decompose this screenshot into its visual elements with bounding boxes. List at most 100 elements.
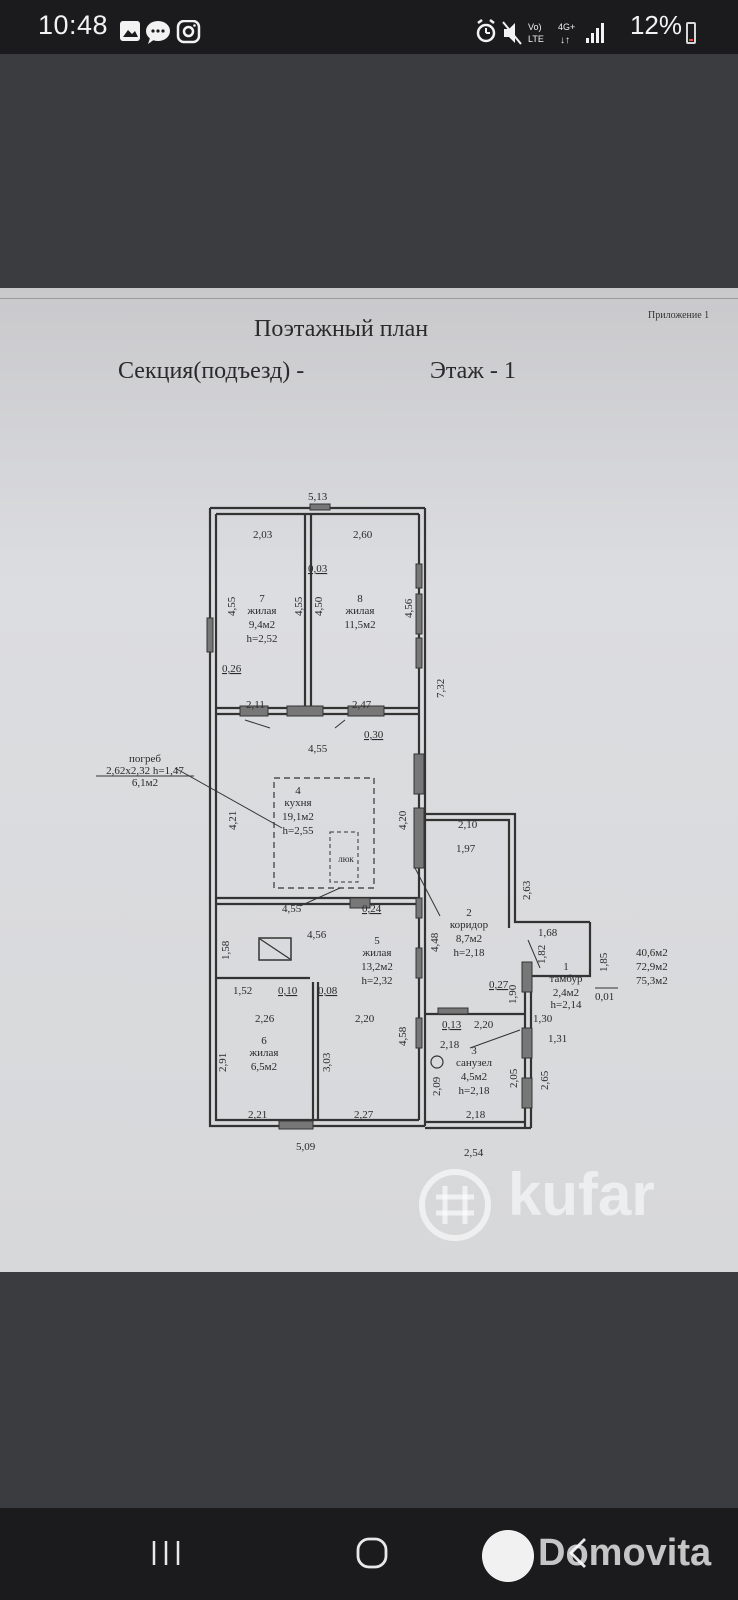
dim-cor-right: 2,63 xyxy=(521,880,533,900)
hatch-label: люк xyxy=(338,854,354,864)
dim-r8-bottom: 2,47 xyxy=(352,699,372,711)
domovita-logo-icon xyxy=(482,1530,534,1582)
dim-w027: 0,27 xyxy=(489,979,509,991)
mute-icon xyxy=(502,21,522,45)
signal-icon xyxy=(586,23,604,43)
kufar-watermark: kufar xyxy=(508,1161,655,1228)
room5-area: 13,2м2 xyxy=(361,961,393,973)
kufar-logo-icon xyxy=(419,1169,491,1241)
dim-r5-bottom: 2,27 xyxy=(354,1109,374,1121)
room2-name: коридор xyxy=(450,919,489,931)
cellar-size: 2,62х2,32 h=1,47 xyxy=(106,765,184,777)
domovita-text: Domovita xyxy=(538,1532,712,1574)
dim-r5-top: 4,56 xyxy=(307,929,327,941)
dim-r6-303: 3,03 xyxy=(321,1052,333,1072)
recents-button[interactable] xyxy=(136,1528,196,1578)
home-button[interactable] xyxy=(342,1528,402,1578)
dim-r5-448: 4,48 xyxy=(429,932,441,952)
dim-kitchen-bottom: 4,55 xyxy=(282,903,302,915)
room5-height: h=2,32 xyxy=(362,975,393,987)
room4-area: 19,1м2 xyxy=(282,811,314,823)
dim-s218: 2,18 xyxy=(440,1039,460,1051)
dim-t168: 1,68 xyxy=(538,927,558,939)
total-living: 40,6м2 xyxy=(636,947,668,959)
dim-s-bottom: 2,18 xyxy=(466,1109,486,1121)
navigation-bar xyxy=(0,1508,738,1600)
dim-r6-bottom: 2,21 xyxy=(248,1109,267,1121)
dim-bottom-right: 2,54 xyxy=(464,1147,484,1159)
dim-side-732: 7,32 xyxy=(435,679,447,698)
svg-text:LTE: LTE xyxy=(528,34,544,44)
room8-name: жилая xyxy=(345,605,375,617)
dim-r8-right: 4,56 xyxy=(403,598,415,618)
dim-w024: 0,24 xyxy=(362,903,382,915)
dim-r6-291: 2,91 xyxy=(217,1053,229,1072)
room7-height: h=2,52 xyxy=(247,633,278,645)
room7-name: жилая xyxy=(247,605,277,617)
dim-w026: 0,26 xyxy=(222,663,242,675)
dim-cor-top1: 2,10 xyxy=(458,819,478,831)
dim-w008: 0,08 xyxy=(318,985,338,997)
dim-t182: 1,82 xyxy=(536,945,548,964)
room2-height: h=2,18 xyxy=(454,947,485,959)
room4-name: кухня xyxy=(284,797,311,809)
status-bar: 10:48 xyxy=(0,0,738,54)
room1-name: тамбур xyxy=(550,973,583,985)
room6-num: 6 xyxy=(261,1035,267,1047)
dim-kitchen-left: 4,21 xyxy=(227,811,239,830)
paper-edge xyxy=(0,298,738,299)
room5-name: жилая xyxy=(362,947,392,959)
instagram-icon xyxy=(176,19,201,44)
dim-s209: 2,09 xyxy=(431,1076,443,1096)
room4-num: 4 xyxy=(295,785,301,797)
room3-name: санузел xyxy=(456,1057,493,1069)
dim-bottom-total: 5,09 xyxy=(296,1141,316,1153)
dim-r7-left: 4,55 xyxy=(226,596,238,616)
dim-w030: 0,30 xyxy=(364,729,384,741)
dim-t190: 1,90 xyxy=(507,984,519,1004)
room4-height: h=2,55 xyxy=(283,825,314,837)
svg-text:Vo): Vo) xyxy=(528,22,542,32)
dim-r5-220: 2,20 xyxy=(355,1013,375,1025)
room7-num: 7 xyxy=(259,593,265,605)
dim-r8-left: 4,50 xyxy=(313,596,325,616)
back-button[interactable] xyxy=(548,1528,608,1578)
back-icon xyxy=(569,1538,586,1568)
cellar-area: 6,1м2 xyxy=(132,777,158,789)
clock: 10:48 xyxy=(38,10,109,40)
room7-area: 9,4м2 xyxy=(249,619,275,631)
total-area: 72,9м2 xyxy=(636,961,668,973)
battery-icon xyxy=(686,22,696,44)
home-icon xyxy=(356,1537,388,1569)
floor-plan-photo[interactable]: Приложение 1 Поэтажный план Секция(подъе… xyxy=(0,288,738,1272)
dim-kitchen-right: 4,20 xyxy=(397,810,409,830)
floor-plan-drawing: 5,13 2,03 2,60 0,03 4,55 4,55 4,50 4,56 … xyxy=(96,491,668,1159)
room3-area: 4,5м2 xyxy=(461,1071,487,1083)
notification-icons xyxy=(118,19,208,51)
dim-s265: 2,65 xyxy=(539,1070,551,1090)
cellar-name: погреб xyxy=(129,753,161,765)
dim-top: 5,13 xyxy=(308,491,328,503)
dim-cor-top2: 1,97 xyxy=(456,843,476,855)
dim-r5-458: 4,58 xyxy=(397,1026,409,1046)
gallery-icon xyxy=(120,21,140,41)
room3-height: h=2,18 xyxy=(459,1085,490,1097)
room8-area: 11,5м2 xyxy=(344,619,375,631)
dim-r6-152: 1,52 xyxy=(233,985,252,997)
dim-s220: 2,20 xyxy=(474,1019,494,1031)
annex-label: Приложение 1 xyxy=(648,310,710,321)
room1-num: 1 xyxy=(563,961,569,973)
domovita-watermark: Domovita xyxy=(482,1528,732,1592)
room1-area: 2,4м2 xyxy=(553,987,579,999)
dim-r6-226: 2,26 xyxy=(255,1013,275,1025)
dim-w001: 0,01 xyxy=(595,991,614,1003)
dim-t130: 1,30 xyxy=(533,1013,553,1025)
room2-num: 2 xyxy=(466,907,472,919)
dim-t185: 1,85 xyxy=(598,952,610,972)
dim-t131: 1,31 xyxy=(548,1033,567,1045)
alarm-icon xyxy=(476,19,496,43)
dim-kitchen-top: 4,55 xyxy=(308,743,328,755)
dim-r7-bottom: 2,11 xyxy=(246,699,265,711)
dim-w010: 0,10 xyxy=(278,985,298,997)
dim-w013: 0,13 xyxy=(442,1019,462,1031)
